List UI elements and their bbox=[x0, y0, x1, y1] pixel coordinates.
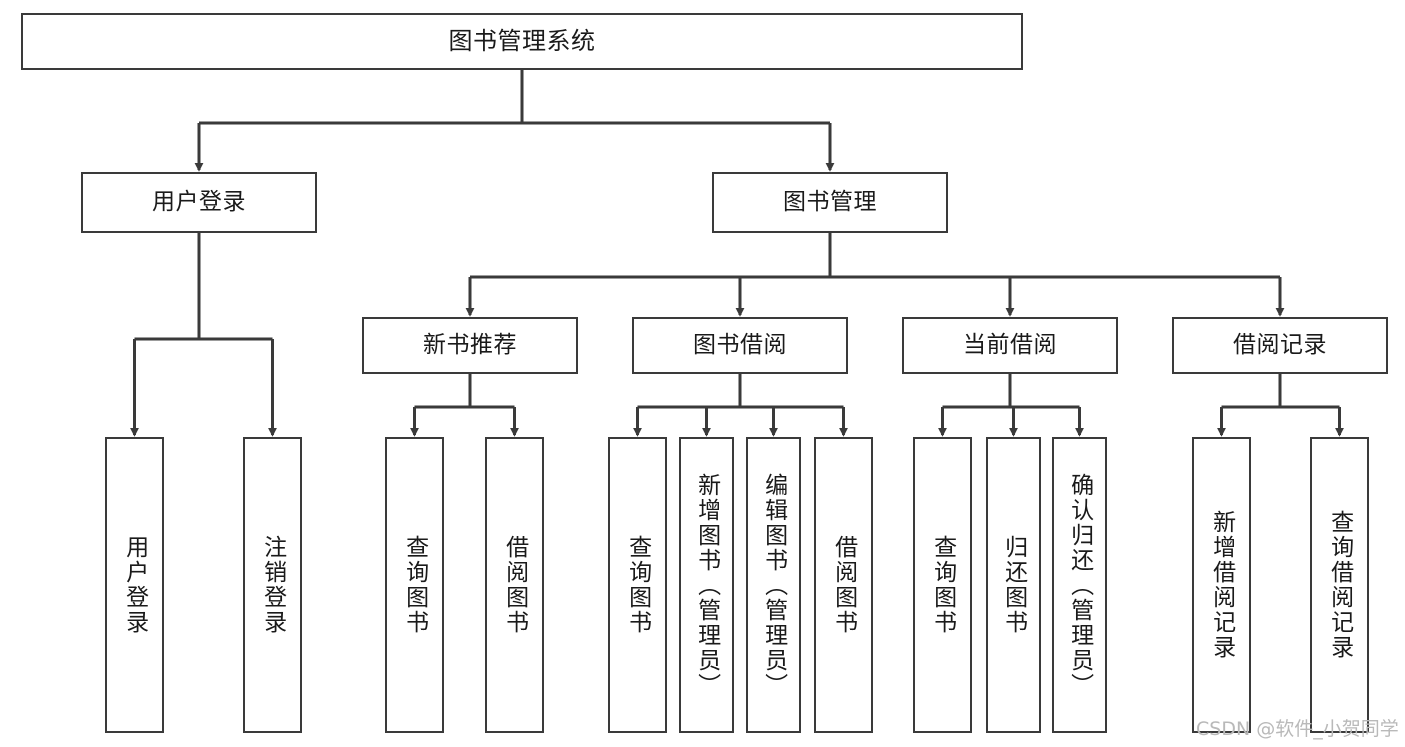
node-label-leaf-rec-borrow: 借阅图书 bbox=[501, 535, 528, 635]
node-leaf-bb-edit[interactable]: 编辑图书（管理员） bbox=[746, 437, 801, 733]
node-leaf-cb-query[interactable]: 查询图书 bbox=[913, 437, 972, 733]
node-user-login[interactable]: 用户登录 bbox=[81, 172, 317, 233]
node-label-leaf-br-query: 查询借阅记录 bbox=[1326, 510, 1353, 660]
node-leaf-user-login[interactable]: 用户登录 bbox=[105, 437, 164, 733]
node-new-book-rec[interactable]: 新书推荐 bbox=[362, 317, 578, 374]
node-label-leaf-br-add: 新增借阅记录 bbox=[1208, 510, 1235, 660]
node-label-leaf-cb-query: 查询图书 bbox=[929, 535, 956, 635]
node-leaf-rec-borrow[interactable]: 借阅图书 bbox=[485, 437, 544, 733]
node-label-book-borrow: 图书借阅 bbox=[693, 331, 787, 358]
node-leaf-bb-add[interactable]: 新增图书（管理员） bbox=[679, 437, 734, 733]
node-label-leaf-user-logout: 注销登录 bbox=[259, 535, 286, 635]
node-leaf-bb-query[interactable]: 查询图书 bbox=[608, 437, 667, 733]
node-leaf-cb-confirm[interactable]: 确认归还（管理员） bbox=[1052, 437, 1107, 733]
node-label-current-borrow: 当前借阅 bbox=[963, 331, 1057, 358]
node-label-leaf-rec-query: 查询图书 bbox=[401, 535, 428, 635]
node-leaf-user-logout[interactable]: 注销登录 bbox=[243, 437, 302, 733]
node-leaf-br-query[interactable]: 查询借阅记录 bbox=[1310, 437, 1369, 733]
node-root[interactable]: 图书管理系统 bbox=[21, 13, 1023, 70]
node-leaf-br-add[interactable]: 新增借阅记录 bbox=[1192, 437, 1251, 733]
node-leaf-cb-return[interactable]: 归还图书 bbox=[986, 437, 1041, 733]
node-label-leaf-cb-return: 归还图书 bbox=[1000, 535, 1027, 635]
node-label-leaf-bb-edit: 编辑图书（管理员） bbox=[760, 472, 787, 698]
node-label-leaf-bb-borrow: 借阅图书 bbox=[830, 535, 857, 635]
node-leaf-bb-borrow[interactable]: 借阅图书 bbox=[814, 437, 873, 733]
node-label-user-login: 用户登录 bbox=[152, 188, 246, 215]
node-borrow-record[interactable]: 借阅记录 bbox=[1172, 317, 1388, 374]
node-label-leaf-user-login: 用户登录 bbox=[121, 535, 148, 635]
node-book-mgmt[interactable]: 图书管理 bbox=[712, 172, 948, 233]
node-book-borrow[interactable]: 图书借阅 bbox=[632, 317, 848, 374]
node-label-new-book-rec: 新书推荐 bbox=[423, 331, 517, 358]
node-current-borrow[interactable]: 当前借阅 bbox=[902, 317, 1118, 374]
node-label-root: 图书管理系统 bbox=[448, 27, 596, 56]
node-label-leaf-cb-confirm: 确认归还（管理员） bbox=[1066, 472, 1093, 698]
node-leaf-rec-query[interactable]: 查询图书 bbox=[385, 437, 444, 733]
node-label-book-mgmt: 图书管理 bbox=[783, 188, 877, 215]
node-label-leaf-bb-add: 新增图书（管理员） bbox=[693, 472, 720, 698]
node-label-borrow-record: 借阅记录 bbox=[1233, 331, 1327, 358]
node-label-leaf-bb-query: 查询图书 bbox=[624, 535, 651, 635]
csdn-watermark: CSDN @软件_小贺同学 bbox=[1196, 718, 1399, 740]
